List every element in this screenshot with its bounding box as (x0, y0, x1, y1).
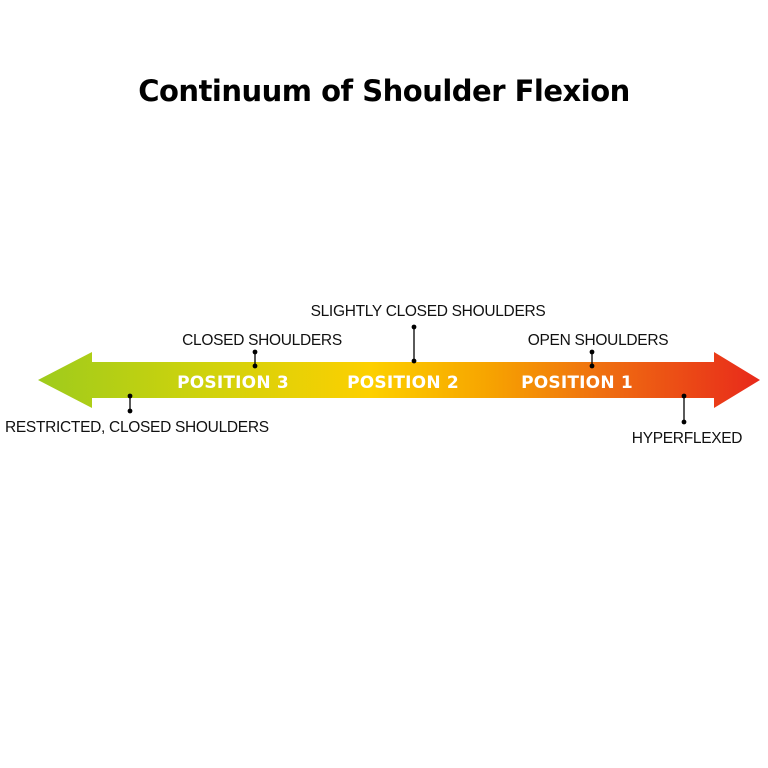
annotation-closed-shoulders: CLOSED SHOULDERS (182, 332, 342, 349)
position-1-label: POSITION 1 (521, 373, 633, 393)
leader-restricted (127, 393, 133, 414)
leader-open (589, 349, 595, 369)
annotation-hyperflexed: HYPERFLEXED (632, 430, 743, 447)
leader-hyperflexed (681, 393, 687, 425)
annotation-open-shoulders: OPEN SHOULDERS (528, 332, 669, 349)
annotation-slightly-closed-shoulders: SLIGHTLY CLOSED SHOULDERS (311, 303, 546, 320)
position-2-label: POSITION 2 (347, 373, 459, 393)
leader-closed (252, 349, 258, 369)
diagram-title: Continuum of Shoulder Flexion (138, 74, 630, 108)
continuum-arrow (38, 352, 760, 408)
annotation-restricted-closed-shoulders: RESTRICTED, CLOSED SHOULDERS (5, 419, 269, 436)
position-3-label: POSITION 3 (177, 373, 289, 393)
leader-slightly-closed (411, 324, 417, 364)
